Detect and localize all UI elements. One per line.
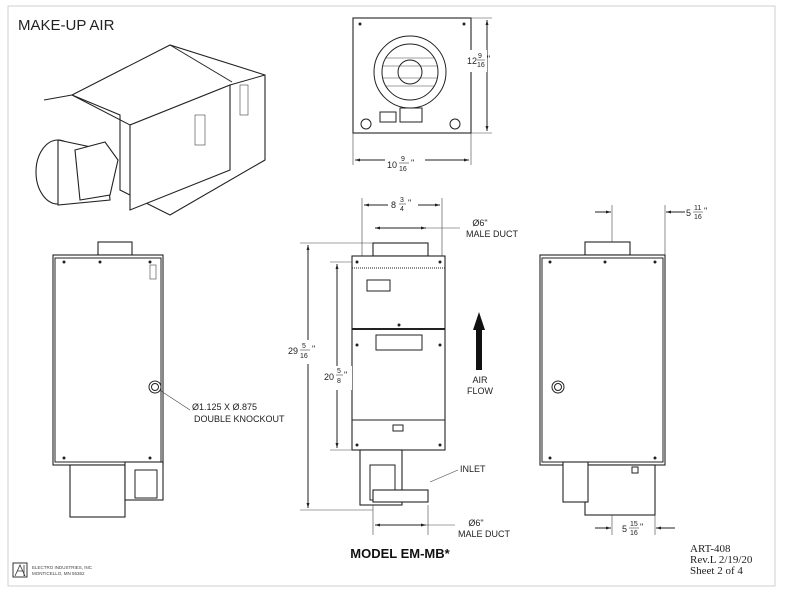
dim-side-bottom-offset: 5 15 16 " (622, 521, 643, 537)
flow-label: FLOW (467, 386, 494, 396)
svg-text:29: 29 (288, 346, 298, 356)
svg-text:9: 9 (478, 53, 482, 60)
svg-text:12: 12 (467, 56, 477, 66)
right-side-view (539, 205, 685, 535)
company-logo (12, 562, 28, 578)
svg-text:5: 5 (686, 208, 691, 218)
inlet-label: INLET (460, 464, 486, 474)
svg-text:": " (487, 54, 490, 64)
dim-cabinet-height: 20 5 8 " (322, 366, 352, 390)
svg-text:10: 10 (387, 160, 397, 170)
art-number: ART-408 (690, 543, 731, 555)
svg-text:": " (312, 344, 315, 354)
svg-text:8: 8 (337, 378, 341, 385)
svg-text:": " (640, 522, 643, 532)
svg-text:5: 5 (337, 368, 341, 375)
front-view (300, 198, 485, 535)
svg-text:3: 3 (400, 197, 404, 204)
dim-overall-height: 29 5 16 " (287, 340, 321, 364)
svg-text:16: 16 (630, 530, 638, 537)
dim-top-width: 10 9 16 " (385, 152, 425, 176)
svg-text:16: 16 (477, 62, 485, 69)
svg-text:16: 16 (399, 166, 407, 173)
svg-text:": " (411, 158, 414, 168)
svg-text:5: 5 (302, 343, 306, 350)
bottom-duct-dia: Ø6" (468, 518, 483, 528)
knockout-type-label: DOUBLE KNOCKOUT (194, 414, 285, 424)
top-duct-type: MALE DUCT (466, 229, 519, 239)
svg-text:9: 9 (401, 156, 405, 163)
model-title: MODEL EM-MB* (350, 546, 450, 561)
bottom-duct-type: MALE DUCT (458, 529, 511, 539)
revision: Rev.L 2/19/20 (690, 554, 753, 566)
top-view (352, 17, 492, 165)
svg-text:16: 16 (300, 353, 308, 360)
air-label: AIR (472, 375, 488, 385)
airflow-arrow-icon (473, 312, 485, 370)
company-name: ELECTRO INDUSTRIES, INC (32, 565, 93, 570)
svg-text:": " (344, 370, 347, 380)
svg-text:16: 16 (694, 214, 702, 221)
top-duct-dia: Ø6" (472, 218, 487, 228)
svg-text:11: 11 (694, 205, 701, 212)
dim-mount-width: 8 3 4 " (388, 195, 418, 217)
svg-text:5: 5 (622, 524, 627, 534)
company-location: MONTICELLO, MN 55362 (32, 571, 85, 576)
svg-text:": " (408, 198, 411, 208)
dim-top-height: 12 9 16 " (463, 50, 490, 72)
svg-text:15: 15 (630, 521, 638, 528)
knockout-size-label: Ø1.125 X Ø.875 (192, 402, 257, 412)
svg-text:4: 4 (400, 206, 404, 213)
sheet-title: MAKE-UP AIR (18, 17, 115, 34)
dim-side-top-offset: 5 11 16 " (686, 205, 707, 221)
svg-text:": " (704, 206, 707, 216)
svg-text:20: 20 (324, 372, 334, 382)
isometric-view (35, 44, 266, 216)
sheet-number: Sheet 2 of 4 (690, 565, 743, 577)
svg-text:8: 8 (391, 200, 396, 210)
left-side-view (52, 241, 191, 518)
